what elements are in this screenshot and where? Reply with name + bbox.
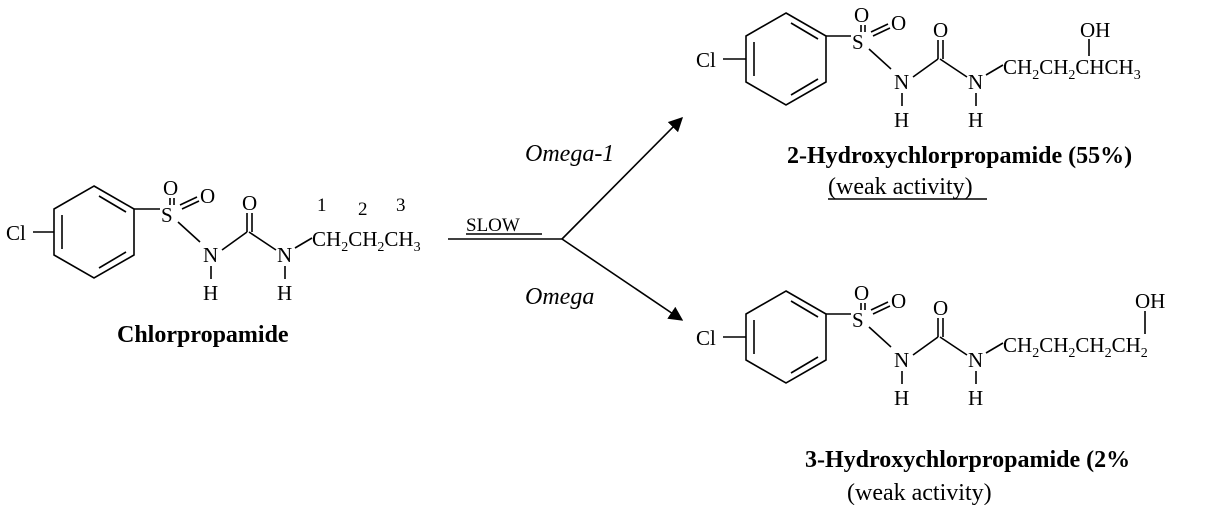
product-top-benzene-ring [745, 12, 827, 106]
pathway-label-omega-1: Omega-1 [525, 141, 614, 167]
reactant-h2: H [277, 281, 292, 305]
product-bottom-benzene-ring [745, 290, 827, 384]
product-bottom-h1: H [894, 386, 909, 410]
product-bottom-activity: (weak activity) [847, 480, 992, 505]
reaction-arrows [448, 116, 684, 321]
product-bottom-name: 3-Hydroxychlorpropamide (2% [805, 447, 1130, 473]
reactant-structure: Cl S O O N H O N H CH2CH2CH3 1 2 3 [6, 176, 421, 305]
product-top-o-right: O [891, 11, 906, 35]
reactant-chain: CH2CH2CH3 [312, 227, 421, 255]
product-top-s: S [852, 30, 864, 54]
product-top-oh: OH [1080, 18, 1110, 42]
product-top-h1: H [894, 108, 909, 132]
product-top-h2: H [968, 108, 983, 132]
product-bottom-s: S [852, 308, 864, 332]
reaction-condition: SLOW [466, 215, 520, 236]
product-bottom-h2: H [968, 386, 983, 410]
reactant-h1: H [203, 281, 218, 305]
reactant-o-carbonyl: O [242, 191, 257, 215]
reactant-s: S [161, 203, 173, 227]
carbon-position-2: 2 [358, 199, 368, 220]
reactant-benzene-ring [53, 185, 135, 279]
arrow-omega-1 [561, 116, 684, 240]
arrow-omega [561, 238, 684, 321]
reactant-o-right: O [200, 184, 215, 208]
product-bottom-o-right: O [891, 289, 906, 313]
reactant-o-top: O [163, 176, 178, 200]
product-top-n1: N [894, 70, 909, 94]
product-top-chain: CH2CH2CHCH3 [1003, 55, 1141, 83]
product-bottom-cl: Cl [696, 326, 716, 350]
product-bottom-n2: N [968, 348, 983, 372]
product-bottom-oh: OH [1135, 289, 1165, 313]
product-top-structure: Cl S O O N H O N H CH2CH2CHCH3 OH [696, 3, 1141, 132]
reactant-n2: N [277, 243, 292, 267]
reactant-name: Chlorpropamide [117, 322, 289, 348]
carbon-position-3: 3 [396, 195, 406, 216]
pathway-label-omega: Omega [525, 284, 594, 310]
product-bottom-chain: CH2CH2CH2CH2 [1003, 333, 1148, 361]
product-bottom-o-top: O [854, 281, 869, 305]
reactant-cl: Cl [6, 221, 26, 245]
product-top-name: 2-Hydroxychlorpropamide (55%) [787, 143, 1132, 169]
product-top-o-carbonyl: O [933, 18, 948, 42]
product-top-activity: (weak activity) [828, 174, 973, 200]
product-top-o-top: O [854, 3, 869, 27]
product-top-cl: Cl [696, 48, 716, 72]
product-bottom-n1: N [894, 348, 909, 372]
product-bottom-o-carbonyl: O [933, 296, 948, 320]
product-top-n2: N [968, 70, 983, 94]
product-bottom-structure: Cl S O O N H O N H CH2CH2CH2CH2 OH [696, 281, 1165, 410]
carbon-position-1: 1 [317, 195, 327, 216]
reactant-n1: N [203, 243, 218, 267]
